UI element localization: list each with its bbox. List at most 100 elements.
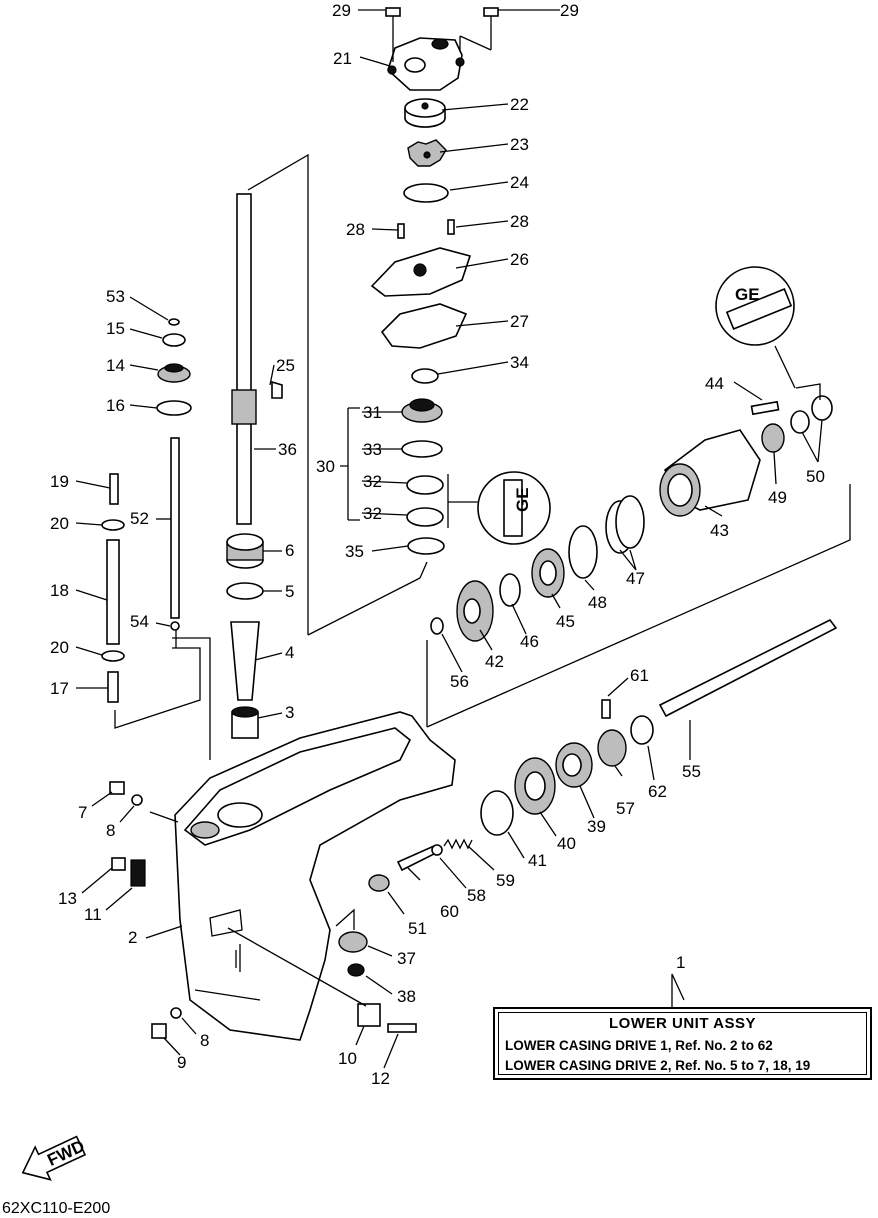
label-28-left: 28 <box>346 220 365 239</box>
grease-callout-middle: GE <box>447 471 551 545</box>
label-13: 13 <box>58 889 77 908</box>
label-23: 23 <box>510 135 529 154</box>
svg-text:GE: GE <box>513 487 532 512</box>
label-1: 1 <box>676 953 685 972</box>
plunger-51 <box>368 874 390 892</box>
label-49: 49 <box>768 488 787 507</box>
label-19: 19 <box>50 472 69 491</box>
label-44: 44 <box>705 374 724 393</box>
insert-cartridge <box>404 98 446 128</box>
bolt-29-right <box>483 7 499 32</box>
reverse-gear-42 <box>456 580 494 642</box>
label-15: 15 <box>106 319 125 338</box>
bolt-13 <box>111 857 126 871</box>
shift-rod <box>170 437 180 619</box>
ball-58 <box>431 844 443 856</box>
bearing-45 <box>531 548 565 598</box>
lower-unit-assy-box: LOWER UNIT ASSY LOWER CASING DRIVE 1, Re… <box>493 1007 872 1080</box>
label-39: 39 <box>587 817 606 836</box>
label-59: 59 <box>496 871 515 890</box>
lower-casing <box>174 711 456 1041</box>
label-16: 16 <box>106 396 125 415</box>
nut-38 <box>347 963 365 977</box>
bracket-29 <box>459 35 492 51</box>
label-8-top: 8 <box>106 821 115 840</box>
label-62: 62 <box>648 782 667 801</box>
label-56: 56 <box>450 672 469 691</box>
label-29-left: 29 <box>332 1 351 20</box>
label-52: 52 <box>130 509 149 528</box>
clamp-20-bottom <box>101 650 125 662</box>
label-20-bottom: 20 <box>50 638 69 657</box>
hose-joint-19 <box>109 473 119 505</box>
o-ring-47-b <box>615 495 645 549</box>
propeller-shaft <box>658 618 838 718</box>
assy-inner-frame <box>498 1012 867 1075</box>
label-48: 48 <box>588 593 607 612</box>
hose-18 <box>106 539 120 645</box>
label-14: 14 <box>106 356 125 375</box>
label-3: 3 <box>285 703 294 722</box>
label-47: 47 <box>626 569 645 588</box>
gasket-24 <box>403 183 449 203</box>
shim-56 <box>430 617 444 635</box>
bolt-7 <box>109 781 125 795</box>
fwd-arrow: FWD <box>21 1135 88 1181</box>
label-40: 40 <box>557 834 576 853</box>
label-30: 30 <box>316 457 335 476</box>
label-53: 53 <box>106 287 125 306</box>
plug-9 <box>151 1023 167 1039</box>
label-6: 6 <box>285 541 294 560</box>
label-27: 27 <box>510 312 529 331</box>
spring-59 <box>443 838 473 850</box>
anode-10 <box>357 1003 381 1027</box>
label-5: 5 <box>285 582 294 601</box>
label-29-right: 29 <box>560 1 579 20</box>
label-38: 38 <box>397 987 416 1006</box>
pin-61 <box>601 699 611 719</box>
circlip-53 <box>168 318 180 326</box>
forward-gear-39 <box>555 742 593 788</box>
label-51: 51 <box>408 919 427 938</box>
label-57: 57 <box>616 799 635 818</box>
oil-seal-32-bottom <box>406 507 444 527</box>
label-43: 43 <box>710 521 729 540</box>
o-ring-33 <box>401 440 443 458</box>
water-pump-housing <box>387 37 465 91</box>
label-25: 25 <box>276 356 295 375</box>
bearing-housing-43 <box>659 429 761 517</box>
part-number-labels: 1 2 3 4 5 6 7 8 8 9 10 11 12 13 14 15 16… <box>50 1 825 1088</box>
label-28-right: 28 <box>510 212 529 231</box>
label-26: 26 <box>510 250 529 269</box>
bearing-40 <box>514 757 556 815</box>
washer-35 <box>407 537 445 555</box>
circlip-54 <box>170 621 180 631</box>
washer-8-bottom <box>170 1007 182 1019</box>
label-18: 18 <box>50 581 69 600</box>
assy-title: LOWER UNIT ASSY <box>609 1015 756 1032</box>
assy-line-1: LOWER CASING DRIVE 1, Ref. No. 2 to 62 <box>505 1038 773 1053</box>
shim-46 <box>499 573 521 607</box>
label-50: 50 <box>806 467 825 486</box>
label-10: 10 <box>338 1049 357 1068</box>
label-58: 58 <box>467 886 486 905</box>
sleeve-4 <box>230 621 260 701</box>
label-11: 11 <box>84 905 102 924</box>
oil-seal-housing <box>401 398 443 423</box>
o-ring-48 <box>568 525 598 579</box>
label-41: 41 <box>528 851 547 870</box>
collar-15 <box>162 333 186 347</box>
label-35: 35 <box>345 542 364 561</box>
shim-62 <box>630 715 654 745</box>
assy-line-2: LOWER CASING DRIVE 2, Ref. No. 5 to 7, 1… <box>505 1058 811 1073</box>
bearing-6 <box>226 533 264 569</box>
label-60: 60 <box>440 902 459 921</box>
label-37: 37 <box>397 949 416 968</box>
label-8-bottom: 8 <box>200 1031 209 1050</box>
label-55: 55 <box>682 762 701 781</box>
label-22: 22 <box>510 95 529 114</box>
oil-seal-50-b <box>811 395 833 421</box>
label-46: 46 <box>520 632 539 651</box>
diagram-code: 62XC110-E200 <box>2 1200 111 1217</box>
label-24: 24 <box>510 173 529 192</box>
